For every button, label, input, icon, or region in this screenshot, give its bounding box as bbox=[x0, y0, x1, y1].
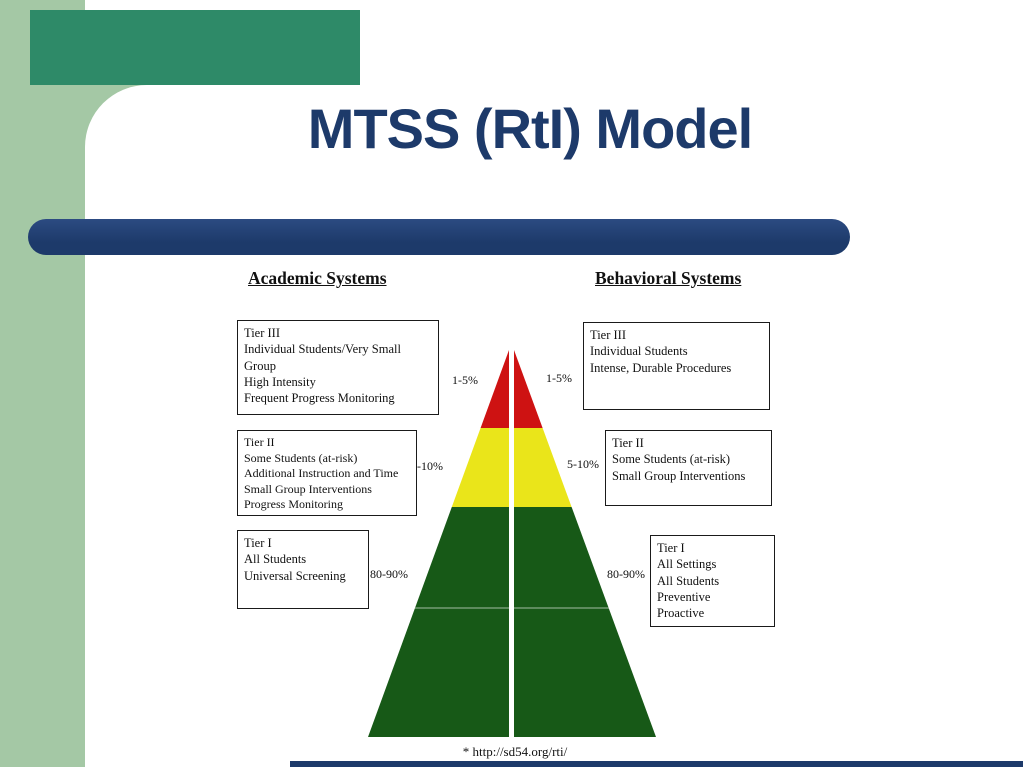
title-divider-bar bbox=[28, 219, 850, 255]
behavioral-tier2-box: Tier II Some Students (at-risk) Small Gr… bbox=[605, 430, 772, 506]
academic-systems-header: Academic Systems bbox=[248, 268, 387, 288]
bottom-navy-line bbox=[290, 761, 1023, 767]
academic-tier2-box: Tier II Some Students (at-risk) Addition… bbox=[237, 430, 417, 516]
tier1-percent-label-left: 80-90% bbox=[370, 567, 408, 581]
behavioral-tier1-box: Tier I All Settings All Students Prevent… bbox=[650, 535, 775, 627]
tier2-percent-label-right: 5-10% bbox=[567, 457, 599, 471]
tier3-percent-label-right: 1-5% bbox=[546, 371, 572, 385]
tier1-percent-label-right: 80-90% bbox=[607, 567, 645, 581]
tier2-percent-label-left: 5-10% bbox=[411, 459, 443, 473]
teal-accent-block bbox=[30, 10, 360, 85]
academic-tier3-box: Tier III Individual Students/Very Small … bbox=[237, 320, 439, 415]
behavioral-tier3-box: Tier III Individual Students Intense, Du… bbox=[583, 322, 770, 410]
tier3-percent-label-left: 1-5% bbox=[452, 373, 478, 387]
tier1-seam-line-right bbox=[514, 607, 656, 609]
tier1-seam-line-left bbox=[368, 607, 509, 609]
sidebar-green-band bbox=[0, 0, 85, 767]
footer-citation: * http://sd54.org/rti/ bbox=[462, 744, 568, 759]
academic-tier1-box: Tier I All Students Universal Screening bbox=[237, 530, 369, 609]
slide-title: MTSS (RtI) Model bbox=[307, 97, 753, 160]
behavioral-systems-header: Behavioral Systems bbox=[595, 268, 742, 288]
